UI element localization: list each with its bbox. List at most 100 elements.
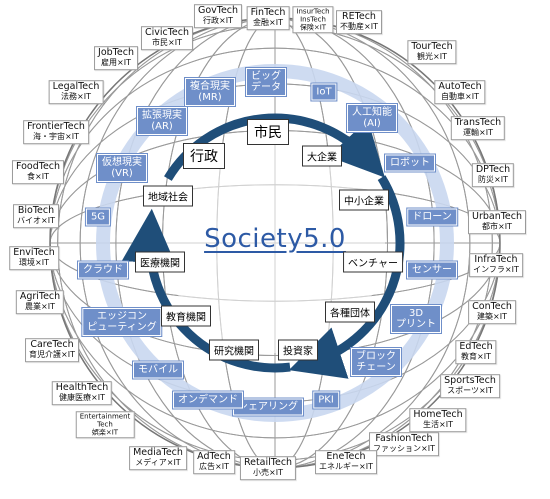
industry-label: 農業×IT (25, 301, 55, 311)
industry-name: BioTech (17, 205, 55, 217)
industry-name: EneTech (326, 451, 366, 463)
tech-label-2: (AI) (363, 118, 381, 129)
industry-label: 観光×IT (417, 51, 447, 61)
industry-name: TourTech (411, 41, 453, 53)
industry-name: AdTech (197, 451, 231, 463)
industry-label: 広告×IT (199, 461, 229, 471)
tech-label-2: (AR) (151, 121, 173, 132)
industry-name: SportsTech (444, 375, 496, 387)
society-box: 投資家 (278, 339, 318, 361)
industry-name: InfraTech (474, 254, 518, 266)
industry-name: EdTech (459, 341, 493, 353)
cycle-arrow (288, 175, 405, 379)
tech-box: ビッグデータ (245, 67, 287, 97)
tech-label: ロボット (390, 157, 430, 169)
tech-label: IoT (316, 86, 332, 98)
industry-name: UrbanTech (471, 211, 523, 223)
tech-label-2: (MR) (198, 92, 222, 103)
industry-label: 防災×IT (478, 174, 508, 184)
tech-box: ロボット (384, 153, 436, 173)
industry-name: InsurTech (296, 7, 330, 16)
industry-name: EnviTech (13, 247, 55, 259)
tech-label-2: チェーン (356, 362, 396, 373)
industry-label: エネルギー×IT (319, 461, 373, 471)
inner-disc (165, 133, 385, 353)
industry-label: 自動車×IT (441, 91, 479, 101)
industry-label: ファッション×IT (373, 443, 435, 453)
tech-label: センサー (412, 264, 452, 276)
tech-label: ブロック (356, 351, 396, 362)
tech-label: 複合現実 (190, 81, 230, 92)
industry-name: CivicTech (144, 27, 190, 39)
industry-label: 市民×IT (152, 37, 182, 47)
industry-name: DPTech (475, 164, 511, 176)
society-box: 研究機関 (209, 339, 259, 361)
industry-name: MediaTech (133, 447, 183, 459)
society-box: 教育機関 (161, 305, 211, 327)
tech-box: ブロックチェーン (350, 347, 402, 377)
tech-label: 3D (408, 308, 424, 319)
industry-label: 育児介護×IT (29, 349, 75, 359)
industry-label: 教育×IT (461, 351, 491, 361)
industry-label: 食×IT (27, 171, 49, 181)
tech-label: シェアリング (238, 401, 298, 413)
industry-label: 雇用×IT (101, 57, 131, 67)
industry-name: HealthTech (55, 382, 109, 394)
tech-box: 拡張現実(AR) (136, 106, 188, 136)
industry-name: FoodTech (15, 161, 61, 173)
industry-label: 行政×IT (203, 15, 233, 25)
tech-box: モバイル (132, 360, 184, 380)
tech-box: オンデマンド (172, 390, 244, 410)
tech-label: ドローン (412, 211, 452, 223)
tech-label: モバイル (138, 364, 178, 376)
industry-name: AutoTech (438, 81, 482, 93)
tech-label: ビッグ (251, 71, 281, 82)
industry-name: ConTech (472, 301, 512, 313)
tech-label: クラウド (83, 264, 123, 276)
tech-label: 仮想現実 (102, 157, 142, 168)
industry-name: LegalTech (52, 81, 100, 93)
industry-name-2: Tech (97, 420, 113, 429)
industry-label: スポーツ×IT (447, 385, 493, 395)
industry-name: GovTech (197, 5, 239, 17)
industry-label: 建築×IT (477, 311, 507, 321)
tech-box: エッジコンピューティング (81, 307, 163, 337)
society-box: ベンチャー (343, 251, 403, 273)
tech-box: ドローン (406, 207, 458, 227)
industry-label: 運輸×IT (463, 127, 493, 137)
diagram-title: Society5.0 (204, 224, 346, 254)
tech-label: 人工知能 (352, 107, 392, 118)
society-box: 行政 (183, 143, 225, 169)
industry-label: バイオ×IT (17, 215, 55, 225)
industry-name: CareTech (30, 339, 74, 351)
industry-label: 法務×IT (61, 91, 91, 101)
tech-label-2: プリント (396, 319, 436, 330)
tech-box: 人工知能(AI) (346, 103, 398, 133)
society-box: 医療機関 (135, 251, 185, 273)
